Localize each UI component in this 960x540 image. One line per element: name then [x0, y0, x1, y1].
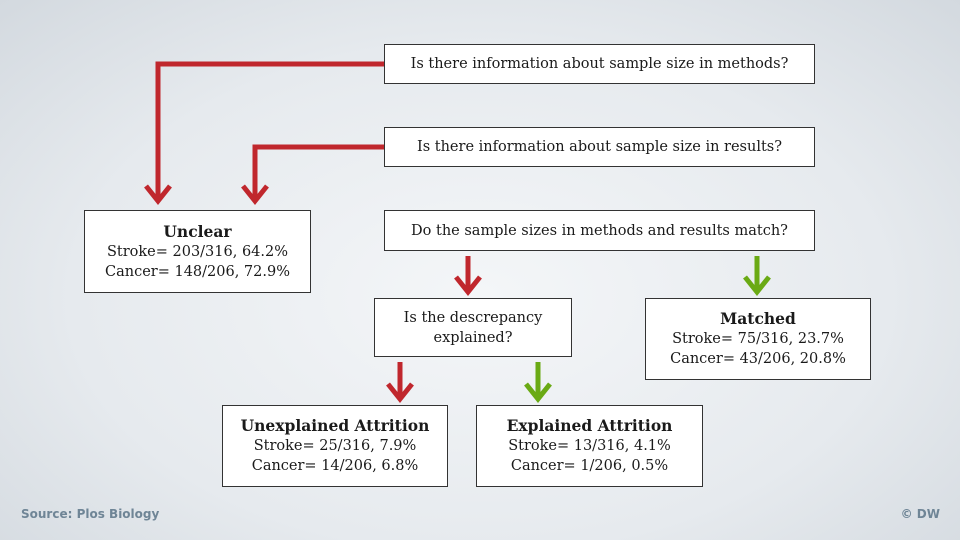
- outcome-title: Unclear: [163, 221, 232, 241]
- outcome-matched: Matched Stroke= 75/316, 23.7% Cancer= 43…: [645, 298, 871, 380]
- connector-q1-to-unclear: [155, 61, 384, 198]
- question-results-sample-size: Is there information about sample size i…: [384, 127, 815, 167]
- arrowhead-q3-no: [454, 275, 482, 297]
- outcome-stroke-stat: Stroke= 75/316, 23.7%: [672, 331, 844, 347]
- question-text: Do the sample sizes in methods and resul…: [411, 222, 788, 239]
- question-text-line1: Is the descrepancy: [403, 309, 543, 326]
- arrowhead-q3-yes: [743, 275, 771, 297]
- outcome-cancer-stat: Cancer= 43/206, 20.8%: [670, 351, 846, 367]
- outcome-title: Explained Attrition: [506, 416, 673, 435]
- outcome-title: Matched: [720, 309, 796, 328]
- outcome-cancer-stat: Cancer= 1/206, 0.5%: [510, 458, 669, 474]
- outcome-cancer-stat: Cancer= 148/206, 72.9%: [105, 263, 290, 280]
- question-methods-sample-size: Is there information about sample size i…: [384, 44, 815, 84]
- outcome-stroke-stat: Stroke= 203/316, 64.2%: [106, 243, 289, 260]
- question-text-line2: explained?: [433, 329, 513, 346]
- outcome-title: Unexplained Attrition: [240, 416, 430, 435]
- arrowhead-q4-no: [386, 382, 414, 404]
- question-text: Is there information about sample size i…: [410, 56, 789, 72]
- copyright-credit: © DW: [900, 507, 940, 521]
- arrowhead-q4-yes: [524, 382, 552, 404]
- source-caption: Source: Plos Biology: [21, 507, 160, 521]
- outcome-explained-attrition: Explained Attrition Stroke= 13/316, 4.1%…: [476, 405, 703, 487]
- outcome-stroke-stat: Stroke= 13/316, 4.1%: [508, 438, 671, 454]
- outcome-unclear: Unclear Stroke= 203/316, 64.2% Cancer= 1…: [84, 210, 311, 293]
- question-discrepancy-explained: Is the descrepancy explained?: [374, 298, 572, 357]
- outcome-cancer-stat: Cancer= 14/206, 6.8%: [251, 458, 419, 474]
- question-sizes-match: Do the sample sizes in methods and resul…: [384, 210, 815, 251]
- arrowhead-q1-no: [144, 184, 172, 206]
- arrowhead-q2-no: [241, 184, 269, 206]
- question-text: Is there information about sample size i…: [416, 139, 783, 155]
- outcome-unexplained-attrition: Unexplained Attrition Stroke= 25/316, 7.…: [222, 405, 448, 487]
- connector-q2-to-unclear: [252, 144, 384, 198]
- outcome-stroke-stat: Stroke= 25/316, 7.9%: [253, 438, 417, 454]
